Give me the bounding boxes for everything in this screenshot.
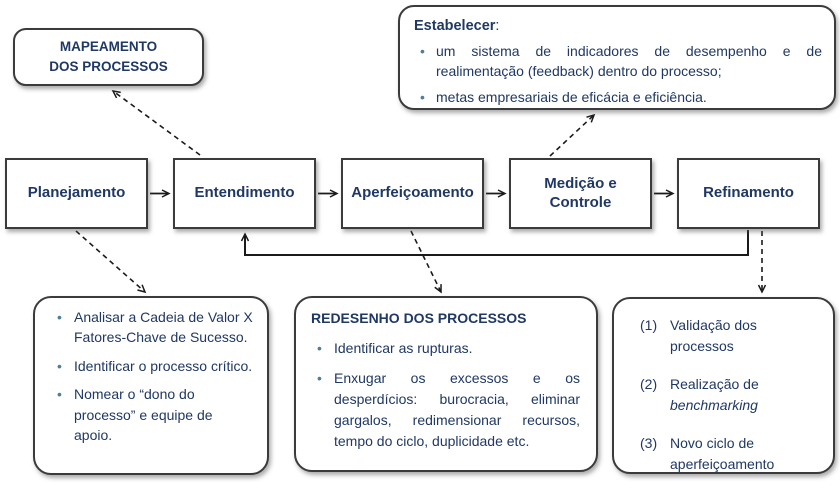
dashed-arrow-medicao-estabelecer xyxy=(549,113,596,157)
node-label: Medição e Controle xyxy=(544,174,617,211)
item-text-main: Novo ciclo de aperfeiçoamento xyxy=(670,435,775,472)
planejamento-bullet-list: Analisar a Cadeia de Valor X Fatores-Cha… xyxy=(53,307,253,446)
node-label: Planejamento xyxy=(27,184,126,202)
flow-node-medicao-controle: Medição e Controle xyxy=(509,158,652,229)
flow-node-refinamento: Refinamento xyxy=(677,158,820,229)
bullet-text: Nomear o “dono do processo” e equipe de … xyxy=(74,386,213,444)
dashed-arrow-entendimento-mapeamento xyxy=(111,90,201,156)
numbered-item: (3) Novo ciclo de aperfeiçoamento xyxy=(640,433,823,475)
dashed-arrow-planejamento-detalhe xyxy=(75,230,147,294)
list-item: Analisar a Cadeia de Valor X Fatores-Cha… xyxy=(53,307,253,348)
node-label: Refinamento xyxy=(703,184,794,202)
item-text-italic: benchmarking xyxy=(670,397,758,413)
list-item: um sistema de indicadores de desempenho … xyxy=(414,42,822,82)
bullet-text: Analisar a Cadeia de Valor X Fatores-Cha… xyxy=(74,309,253,346)
callout-estabelecer: Estabelecer: um sistema de indicadores d… xyxy=(398,5,836,110)
list-item: Identificar o processo crítico. xyxy=(53,356,253,377)
bullet-text: metas empresariais de eficácia e eficiên… xyxy=(436,88,707,105)
item-text-main: Validação dos processos xyxy=(670,317,757,354)
bullet-text: Identificar as rupturas. xyxy=(334,340,473,356)
estabelecer-bullet-list: um sistema de indicadores de desempenho … xyxy=(414,42,822,108)
callout-refinamento-detalhe: (1) Validação dos processos (2) Realizaç… xyxy=(612,297,835,474)
callout-mapeamento-dos-processos: MAPEAMENTO DOS PROCESSOS xyxy=(13,28,204,86)
mapeamento-label: MAPEAMENTO DOS PROCESSOS xyxy=(49,39,168,74)
node-label: Aperfeiçoamento xyxy=(351,184,474,202)
list-item: metas empresariais de eficácia e eficiên… xyxy=(414,88,822,108)
item-text: Novo ciclo de aperfeiçoamento xyxy=(670,433,810,475)
item-text-main: Realização de xyxy=(670,376,759,392)
dashed-arrow-aperfeicoamento-redesenho xyxy=(410,230,442,294)
item-number: (2) xyxy=(640,376,658,392)
list-item: Enxugar os excessos e os desperdícios: b… xyxy=(311,368,580,452)
estabelecer-title-text: Estabelecer xyxy=(414,18,496,34)
redesenho-bullet-list: Identificar as rupturas. Enxugar os exce… xyxy=(311,338,580,452)
node-label: Entendimento xyxy=(194,184,295,202)
estabelecer-title: Estabelecer: xyxy=(414,15,822,37)
feedback-arrow-refinamento-entendimento xyxy=(240,230,749,256)
callout-redesenho-dos-processos: REDESENHO DOS PROCESSOS Identificar as r… xyxy=(294,296,598,472)
numbered-item: (1) Validação dos processos xyxy=(640,315,823,357)
bullet-text: um sistema de indicadores de desempenho … xyxy=(436,43,822,79)
redesenho-title: REDESENHO DOS PROCESSOS xyxy=(311,310,527,326)
list-item: Identificar as rupturas. xyxy=(311,338,580,359)
list-item: Nomear o “dono do processo” e equipe de … xyxy=(53,384,253,445)
item-text: Validação dos processos xyxy=(670,315,810,357)
flow-node-planejamento: Planejamento xyxy=(5,158,148,229)
flow-node-aperfeicoamento: Aperfeiçoamento xyxy=(341,158,484,229)
callout-planejamento-detalhe: Analisar a Cadeia de Valor X Fatores-Cha… xyxy=(33,296,269,475)
bullet-text: Enxugar os excessos e os desperdícios: b… xyxy=(334,370,580,449)
item-text: Realização de benchmarking xyxy=(670,374,810,416)
item-number: (1) xyxy=(640,317,658,333)
estabelecer-title-colon: : xyxy=(495,18,500,34)
numbered-item: (2) Realização de benchmarking xyxy=(640,374,823,416)
item-number: (3) xyxy=(640,435,658,451)
flow-node-entendimento: Entendimento xyxy=(173,158,316,229)
bullet-text: Identificar o processo crítico. xyxy=(74,357,253,374)
